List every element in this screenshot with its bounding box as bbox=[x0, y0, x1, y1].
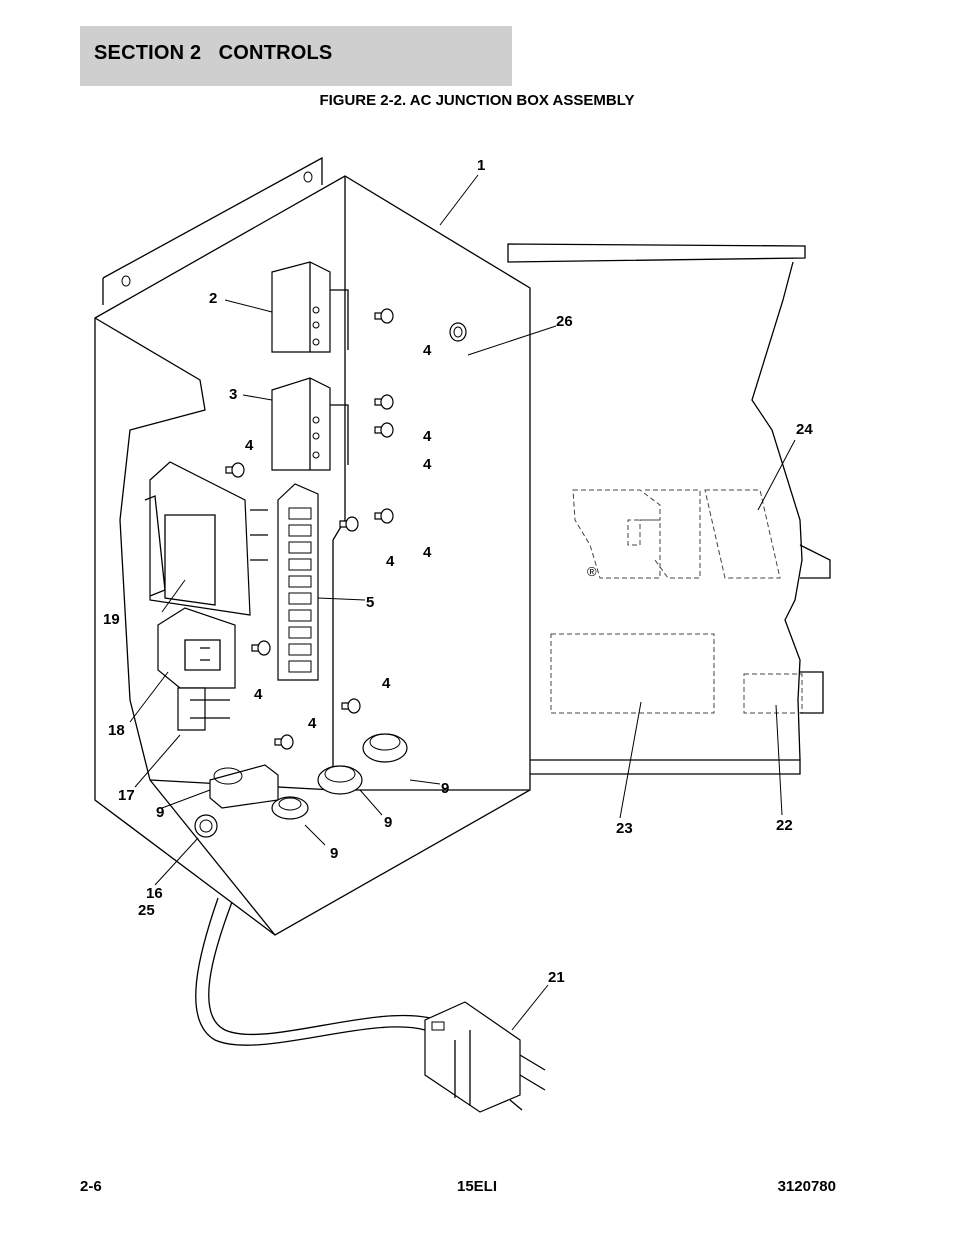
callout-4e: 4 bbox=[423, 544, 432, 561]
relay-3 bbox=[271, 377, 349, 471]
terminal-slot bbox=[288, 558, 312, 571]
terminal-slot bbox=[288, 524, 312, 537]
side-panel bbox=[507, 243, 831, 775]
breaker-16 bbox=[194, 814, 218, 838]
bushing-9b bbox=[317, 765, 363, 795]
decal-22-edge bbox=[800, 671, 824, 714]
callout-9a: 9 bbox=[441, 780, 449, 797]
callout-4g: 4 bbox=[254, 686, 263, 703]
screw-icon bbox=[341, 698, 361, 714]
screw-icon bbox=[374, 508, 394, 524]
screw-icon bbox=[374, 308, 394, 324]
section-header-bar: SECTION 2 CONTROLS bbox=[80, 26, 512, 86]
callout-17: 17 bbox=[118, 787, 135, 804]
terminal-slot bbox=[288, 660, 312, 673]
callout-3: 3 bbox=[229, 386, 237, 403]
terminal-slot bbox=[288, 609, 312, 622]
terminal-slot bbox=[288, 541, 312, 554]
callout-18: 18 bbox=[108, 722, 125, 739]
receptacle-18 bbox=[157, 607, 236, 689]
callout-9b: 9 bbox=[384, 814, 392, 831]
terminal-slot bbox=[288, 592, 312, 605]
callout-25: 25 bbox=[138, 902, 155, 919]
callout-21: 21 bbox=[548, 969, 565, 986]
logo-decal bbox=[572, 489, 781, 579]
callout-1: 1 bbox=[477, 157, 485, 174]
figure-title: FIGURE 2-2. AC JUNCTION BOX ASSEMBLY bbox=[319, 92, 635, 109]
screw-icon bbox=[339, 516, 359, 532]
power-cord bbox=[195, 897, 431, 1046]
callout-labels: 1 2 3 4 4 4 4 4 4 4 4 4 5 9 9 9 9 16 25 … bbox=[103, 157, 813, 986]
callout-16: 16 bbox=[146, 885, 163, 902]
screw-icon bbox=[374, 394, 394, 410]
screw-icon bbox=[225, 462, 245, 478]
grommet-26 bbox=[449, 322, 467, 342]
relay-2 bbox=[271, 261, 349, 353]
bushing-9d bbox=[209, 764, 279, 809]
callout-4c: 4 bbox=[423, 456, 432, 473]
callout-4b: 4 bbox=[423, 428, 432, 445]
document-number: 3120780 bbox=[777, 1178, 836, 1195]
page-number: 2-6 bbox=[80, 1178, 102, 1195]
callout-9c: 9 bbox=[330, 845, 338, 862]
callout-24: 24 bbox=[796, 421, 813, 438]
callout-4i: 4 bbox=[308, 715, 317, 732]
leader-lines bbox=[129, 174, 796, 1031]
bushing-9a bbox=[362, 733, 408, 763]
callout-4a: 4 bbox=[423, 342, 432, 359]
registered-mark: ® bbox=[587, 564, 597, 579]
terminal-slot bbox=[288, 575, 312, 588]
screw-icon bbox=[274, 734, 294, 750]
decal-23 bbox=[550, 633, 715, 714]
callout-23: 23 bbox=[616, 820, 633, 837]
terminal-block-5 bbox=[277, 483, 319, 681]
transformer-19 bbox=[144, 461, 268, 616]
bracket-17 bbox=[177, 687, 230, 731]
model-name: 15ELI bbox=[456, 1178, 498, 1195]
screw-icon bbox=[374, 422, 394, 438]
callout-26: 26 bbox=[556, 313, 573, 330]
screw-icon bbox=[251, 640, 271, 656]
callout-19: 19 bbox=[103, 611, 120, 628]
callout-22: 22 bbox=[776, 817, 793, 834]
plug-21 bbox=[424, 1001, 546, 1113]
terminal-slot bbox=[288, 626, 312, 639]
screws-4 bbox=[225, 308, 394, 750]
decal-22 bbox=[743, 673, 803, 714]
callout-4h: 4 bbox=[382, 675, 391, 692]
callout-4f: 4 bbox=[386, 553, 395, 570]
callout-2: 2 bbox=[209, 290, 217, 307]
callout-5: 5 bbox=[366, 594, 374, 611]
terminal-slot bbox=[288, 643, 312, 656]
section-title: SECTION 2 CONTROLS bbox=[94, 42, 333, 64]
callout-4d: 4 bbox=[245, 437, 254, 454]
bushing-9c bbox=[271, 796, 309, 820]
callout-9d: 9 bbox=[156, 804, 164, 821]
terminal-slot bbox=[288, 507, 312, 520]
